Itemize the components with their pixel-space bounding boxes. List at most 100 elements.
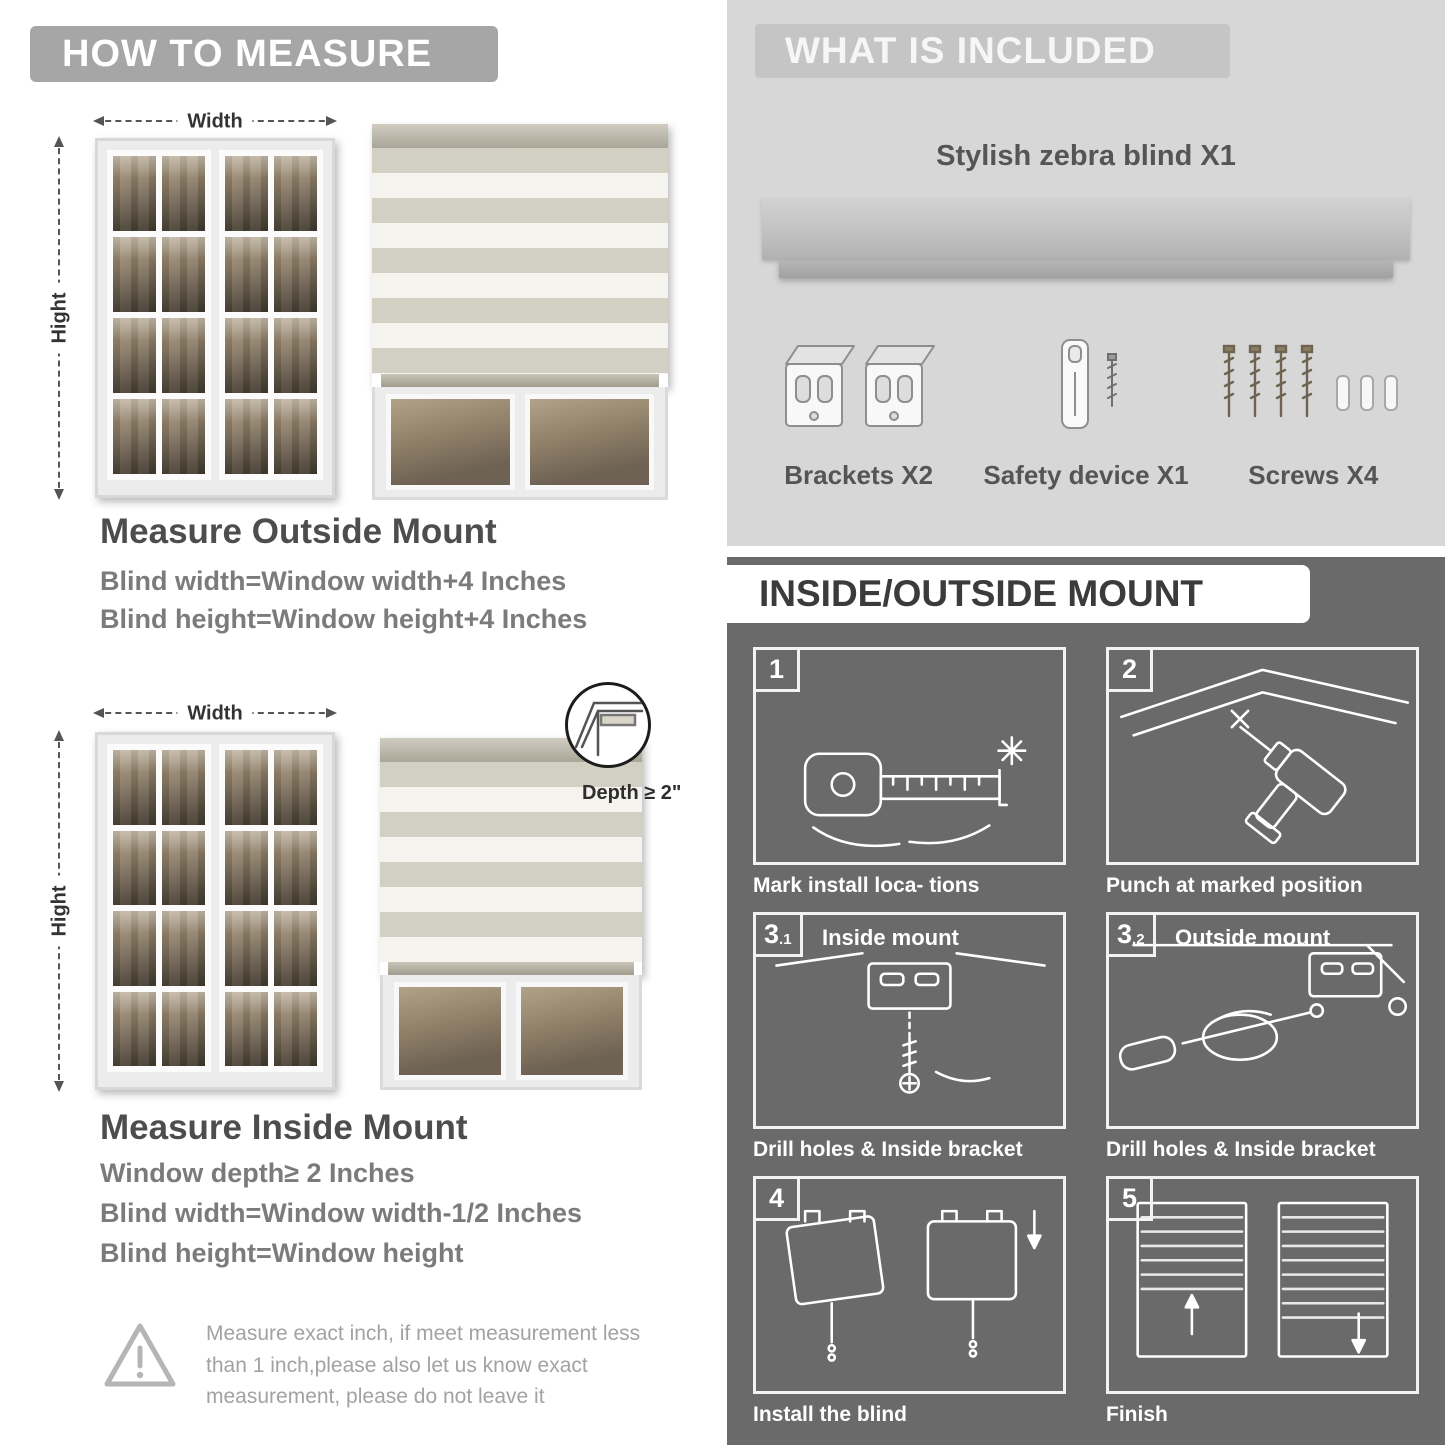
height-dimension-arrow: Hight xyxy=(48,136,72,500)
outside-mount-line: Blind width=Window width+4 Inches xyxy=(100,566,567,596)
window-pane xyxy=(386,394,515,490)
window-pane xyxy=(113,991,156,1066)
inside-bracket-illustration xyxy=(775,951,1046,1094)
what-is-included-panel: WHAT IS INCLUDED Stylish zebra blind X1 xyxy=(727,0,1445,546)
screws-item: Screws X4 xyxy=(1200,330,1427,491)
depth-detail-circle xyxy=(565,682,651,768)
zebra-blind-rail-illustration xyxy=(779,260,1393,278)
depth-label: Depth ≥ 2" xyxy=(582,782,682,804)
window-pane xyxy=(162,911,205,986)
blind-stripes xyxy=(372,148,668,374)
window-pane xyxy=(274,318,317,393)
arrowhead-left-icon xyxy=(93,116,104,126)
step-caption: Drill holes & Inside bracket xyxy=(1106,1138,1376,1162)
window-pane xyxy=(274,399,317,474)
arrowhead-right-icon xyxy=(326,116,337,126)
inside-mount-line: Blind height=Window height xyxy=(100,1238,464,1268)
blind-bottomrail xyxy=(387,962,635,975)
window-pane xyxy=(162,399,205,474)
height-label: Hight xyxy=(48,875,72,947)
safety-device-illustration xyxy=(1026,330,1146,446)
inside-mount-line: Window depth≥ 2 Inches xyxy=(100,1158,415,1188)
width-dimension-arrow: Width xyxy=(93,702,337,726)
arrowhead-down-icon xyxy=(54,1081,64,1092)
window-pane xyxy=(274,991,317,1066)
zebra-blind-item-label: Stylish zebra blind X1 xyxy=(936,140,1236,172)
step-caption: Finish xyxy=(1106,1403,1168,1426)
step-caption: Punch at marked position xyxy=(1106,873,1363,897)
install-blind-illustration xyxy=(785,1210,1042,1363)
window-sash xyxy=(219,150,323,480)
window-pane xyxy=(225,911,268,986)
screws-icon xyxy=(1223,344,1399,418)
window-pane xyxy=(113,750,156,825)
step-4: 4 Install the blind xyxy=(753,1176,1066,1431)
window-pane xyxy=(162,750,205,825)
step-number: 4 xyxy=(756,1179,800,1222)
window-pane xyxy=(113,237,156,312)
window-pane xyxy=(225,830,268,905)
brackets-illustration xyxy=(774,330,944,446)
window-pane xyxy=(274,750,317,825)
step-number: 2 xyxy=(1109,650,1153,692)
window-pane xyxy=(113,911,156,986)
brackets-icon xyxy=(784,345,935,427)
screws-illustration xyxy=(1213,330,1413,446)
outside-mount-line: Blind height=Window height+4 Inches xyxy=(100,604,588,634)
step-3-1: 3.1 Inside mount Drill holes & Inside br… xyxy=(753,911,1066,1167)
window-pane xyxy=(162,237,205,312)
safety-device-icon xyxy=(1060,339,1117,429)
height-label: Hight xyxy=(48,282,72,354)
step-frame: 3.2 Outside mount xyxy=(1106,911,1419,1130)
step-caption: Drill holes & Inside bracket xyxy=(753,1138,1023,1162)
zebra-blind-illustration xyxy=(380,738,642,1090)
step-1: 1 Mark install loca- tions xyxy=(753,647,1066,902)
included-items-row: Brackets X2 xyxy=(745,330,1427,491)
window-pane xyxy=(113,830,156,905)
step-title: Inside mount xyxy=(822,924,959,950)
window-illustration xyxy=(95,732,335,1090)
step-frame: 3.1 Inside mount xyxy=(753,911,1066,1130)
arrowhead-up-icon xyxy=(54,136,64,147)
window-below-blind xyxy=(380,975,642,1090)
steps-grid: 1 Mark install loca- tions xyxy=(753,647,1419,1431)
window-pane xyxy=(525,394,654,490)
inside-mount-title: Measure Inside Mount xyxy=(100,1108,468,1147)
outside-bracket-illustration xyxy=(1118,943,1408,1071)
window-pane xyxy=(225,991,268,1066)
window-pane xyxy=(162,830,205,905)
mount-header: INSIDE/OUTSIDE MOUNT xyxy=(727,565,1310,623)
warning-text: Measure exact inch, if meet measurement … xyxy=(206,1322,641,1408)
arrowhead-down-icon xyxy=(54,489,64,500)
blind-stripes xyxy=(380,762,642,962)
what-is-included-header: WHAT IS INCLUDED xyxy=(755,24,1230,78)
step-caption: Install the blind xyxy=(753,1403,908,1426)
brackets-item: Brackets X2 xyxy=(745,330,972,491)
window-sash xyxy=(219,744,323,1072)
window-pane xyxy=(274,911,317,986)
step-number: 3.2 xyxy=(1109,914,1156,957)
zebra-blind xyxy=(372,124,668,387)
mount-instructions-panel: INSIDE/OUTSIDE MOUNT xyxy=(727,557,1445,1445)
window-pane xyxy=(162,991,205,1066)
window-pane xyxy=(225,399,268,474)
arrowhead-left-icon xyxy=(93,708,104,718)
measuring-tape-illustration xyxy=(803,736,1027,848)
height-dimension-arrow: Hight xyxy=(48,730,72,1092)
blind-headrail xyxy=(372,124,668,148)
window-sash xyxy=(107,150,211,480)
zebra-blind-illustration xyxy=(372,124,668,500)
window-corner-detail-icon xyxy=(574,701,644,757)
window-pane xyxy=(274,156,317,231)
step-5: 5 Finish xyxy=(1106,1176,1419,1431)
width-label: Width xyxy=(177,702,253,726)
window-illustration xyxy=(95,138,335,498)
window-below-blind xyxy=(372,387,668,500)
window-pane xyxy=(225,156,268,231)
arrowhead-right-icon xyxy=(326,708,337,718)
arrowhead-up-icon xyxy=(54,730,64,741)
screws-label: Screws X4 xyxy=(1248,460,1379,490)
window-pane xyxy=(113,156,156,231)
step-frame: 5 xyxy=(1106,1176,1419,1394)
